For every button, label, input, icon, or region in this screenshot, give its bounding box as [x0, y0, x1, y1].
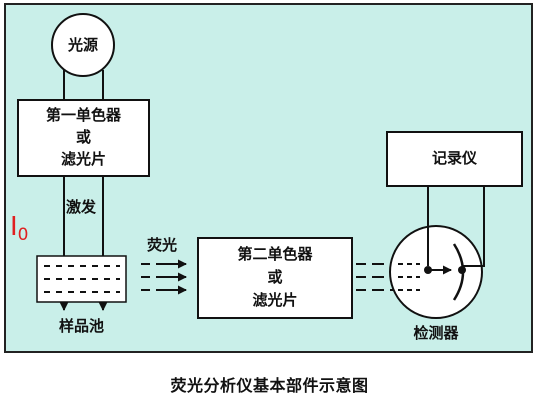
recorder-wire-right: [462, 186, 485, 267]
monochromator-1-line3: 滤光片: [60, 150, 106, 168]
monochromator-1-box: [17, 99, 150, 177]
i0-letter: I: [10, 212, 18, 242]
figure-caption: 荧光分析仪基本部件示意图: [170, 376, 369, 395]
recorder-label: 记录仪: [431, 149, 477, 167]
i0-subscript: 0: [17, 225, 29, 245]
sample-cell-dashes: [44, 265, 120, 293]
monochromator-1-line2: 或: [75, 128, 91, 146]
detector-inner-dashes: [398, 263, 420, 291]
light-source-circle: [51, 13, 115, 77]
fluorescence-label: 荧光: [147, 236, 178, 254]
fluorescence-rays: [141, 259, 187, 295]
light-source-label: 光源: [67, 36, 98, 54]
recorder-box: [386, 131, 523, 187]
monochromator-1-line1: 第一单色器: [45, 106, 121, 124]
detector-label: 检测器: [413, 324, 459, 342]
detector-anode-dot-right: [458, 266, 466, 274]
monochromator-2-line1: 第二单色器: [237, 245, 313, 263]
monochromator-2-line2: 或: [267, 268, 283, 286]
i0-symbol: I0: [10, 212, 29, 250]
sample-cell-label: 样品池: [58, 317, 104, 335]
excitation-label: 激发: [66, 198, 97, 216]
monochromator-2-line3: 滤光片: [252, 291, 298, 309]
detector-circle: [389, 225, 483, 319]
monochromator-2-box: [197, 237, 353, 319]
